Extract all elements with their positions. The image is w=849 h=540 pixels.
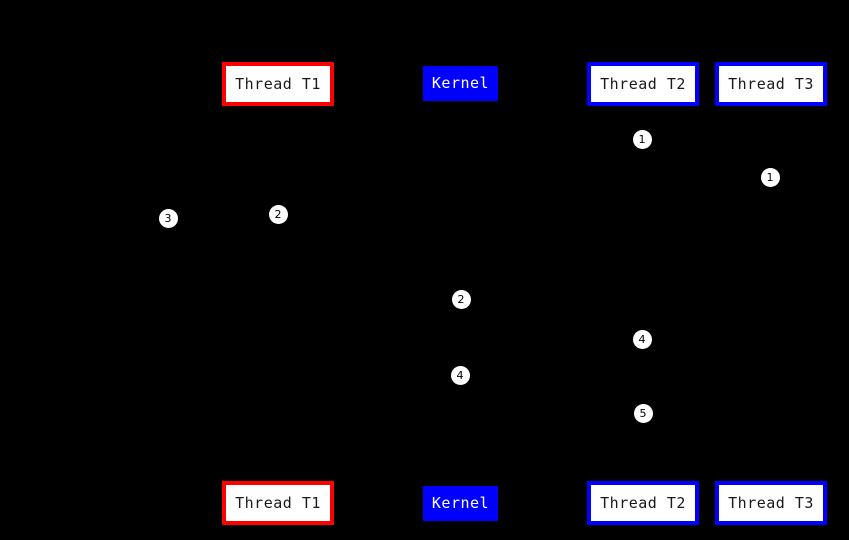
participant-top-kernel[interactable]: Kernel xyxy=(423,66,498,101)
sequence-number-marker: 1 xyxy=(632,129,652,149)
participant-top-thread-t2[interactable]: Thread T2 xyxy=(587,62,699,106)
lifeline xyxy=(278,106,279,481)
sequence-number-marker: 2 xyxy=(451,289,471,309)
sequence-number-marker: 3 xyxy=(158,208,178,228)
participant-label: Kernel xyxy=(431,494,490,512)
participant-label: Thread T3 xyxy=(728,74,814,93)
participant-bottom-kernel[interactable]: Kernel xyxy=(423,486,498,521)
participant-top-thread-t1[interactable]: Thread T1 xyxy=(222,62,334,106)
participant-label: Thread T1 xyxy=(235,493,321,512)
participant-label: Thread T1 xyxy=(235,74,321,93)
sequence-number-marker: 5 xyxy=(633,403,653,423)
sequence-number-marker: 2 xyxy=(268,204,288,224)
lifeline xyxy=(643,106,644,481)
participant-bottom-thread-t1[interactable]: Thread T1 xyxy=(222,481,334,525)
participant-bottom-thread-t2[interactable]: Thread T2 xyxy=(587,481,699,525)
sequence-number-marker: 1 xyxy=(760,167,780,187)
lifeline xyxy=(771,106,772,481)
participant-label: Thread T2 xyxy=(600,74,686,93)
participant-top-thread-t3[interactable]: Thread T3 xyxy=(715,62,827,106)
participant-bottom-thread-t3[interactable]: Thread T3 xyxy=(715,481,827,525)
participant-label: Thread T2 xyxy=(600,493,686,512)
participant-label: Thread T3 xyxy=(728,493,814,512)
participant-label: Kernel xyxy=(431,74,490,92)
sequence-number-marker: 4 xyxy=(450,365,470,385)
sequence-number-marker: 4 xyxy=(632,329,652,349)
